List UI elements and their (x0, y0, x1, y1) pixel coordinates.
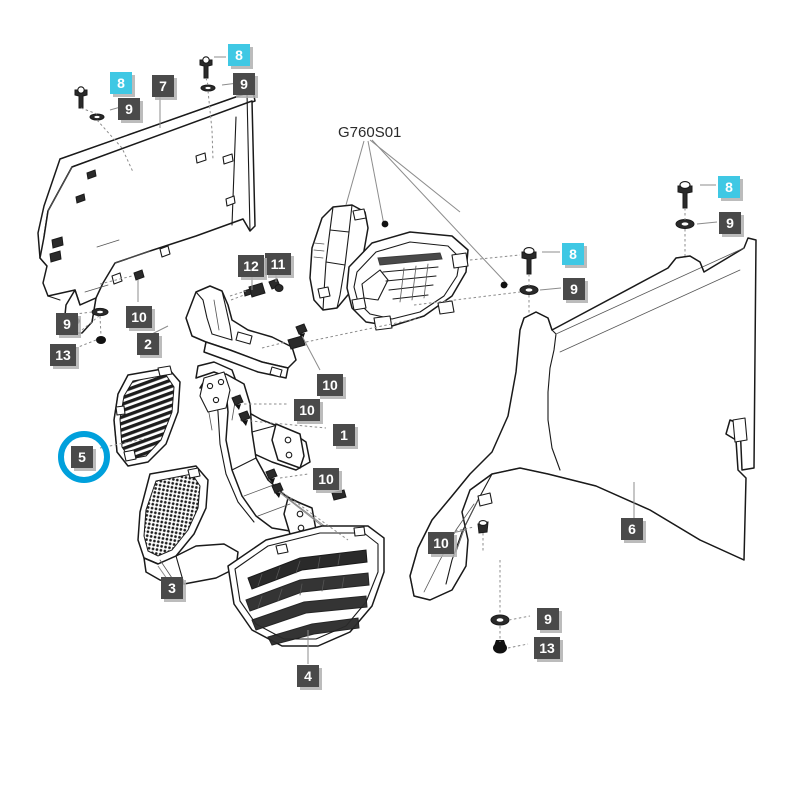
highlight-ring-part-5 (58, 431, 110, 483)
callout-badge-2[interactable]: 2 (137, 333, 159, 355)
part-3-lower-side-mesh (137, 465, 239, 585)
callout-badge-9[interactable]: 9 (56, 313, 78, 335)
fastener-bolt-8-right (199, 56, 213, 79)
fastener-washer-9-bottomright (490, 614, 510, 626)
callout-badge-8[interactable]: 8 (718, 176, 740, 198)
fastener-11-nut (268, 278, 284, 292)
fastener-washer-9-topright (675, 219, 695, 229)
fastener-10-part6 (477, 520, 489, 534)
part-5-side-mesh-grille (113, 365, 181, 467)
callout-badge-10[interactable]: 10 (317, 374, 343, 396)
fastener-stud-small (331, 489, 347, 501)
callout-badge-13[interactable]: 13 (534, 637, 560, 659)
fastener-13-capnut-left (96, 336, 106, 344)
fastener-washer-9-right (200, 84, 216, 92)
callout-badge-10[interactable]: 10 (428, 532, 454, 554)
callout-badge-1[interactable]: 1 (333, 424, 355, 446)
fastener-12-stud (243, 282, 266, 298)
callout-badge-8[interactable]: 8 (562, 243, 584, 265)
callout-badge-8[interactable]: 8 (228, 44, 250, 66)
fastener-bolt-8-topright (677, 181, 693, 209)
part-code-label: G760S01 (338, 124, 402, 141)
callout-badge-10[interactable]: 10 (313, 468, 339, 490)
part-headlamp-assembly (309, 204, 469, 331)
part-6-right-side-panel (409, 237, 757, 601)
callout-badge-9[interactable]: 9 (537, 608, 559, 630)
fastener-13-capnut-bottomright (493, 640, 507, 654)
callout-badge-3[interactable]: 3 (161, 577, 183, 599)
fastener-washer-9-left (89, 113, 105, 121)
fastener-bolt-8-center (521, 247, 537, 275)
callout-badge-10[interactable]: 10 (294, 399, 320, 421)
part-4-front-lower-grille (227, 525, 385, 647)
callout-badge-10[interactable]: 10 (126, 306, 152, 328)
callout-badge-9[interactable]: 9 (118, 98, 140, 120)
callout-badge-8[interactable]: 8 (110, 72, 132, 94)
fastener-washer-9-center (519, 285, 539, 295)
callout-badge-9[interactable]: 9 (719, 212, 741, 234)
part-1-center-bumper-support (195, 361, 317, 543)
leader-lines-g760s01 (345, 139, 509, 289)
callout-badge-11[interactable]: 11 (265, 253, 291, 275)
fastener-10-group-mid (231, 394, 251, 426)
callout-badge-5[interactable]: 5 (71, 446, 93, 468)
callout-badge-4[interactable]: 4 (297, 665, 319, 687)
callout-badge-9[interactable]: 9 (233, 73, 255, 95)
callout-badge-12[interactable]: 12 (238, 255, 264, 277)
fastener-10-group-lower (265, 468, 284, 498)
fastener-washer-9-left-lower (91, 307, 109, 317)
callout-badge-6[interactable]: 6 (621, 518, 643, 540)
callout-badge-7[interactable]: 7 (152, 75, 174, 97)
callout-badge-9[interactable]: 9 (563, 278, 585, 300)
part-2-upper-bumper-bracket (185, 285, 297, 379)
callout-badge-13[interactable]: 13 (50, 344, 76, 366)
fastener-10-left (133, 269, 145, 281)
fastener-10-bracket (287, 335, 306, 350)
fastener-bolt-8-left (74, 86, 88, 109)
